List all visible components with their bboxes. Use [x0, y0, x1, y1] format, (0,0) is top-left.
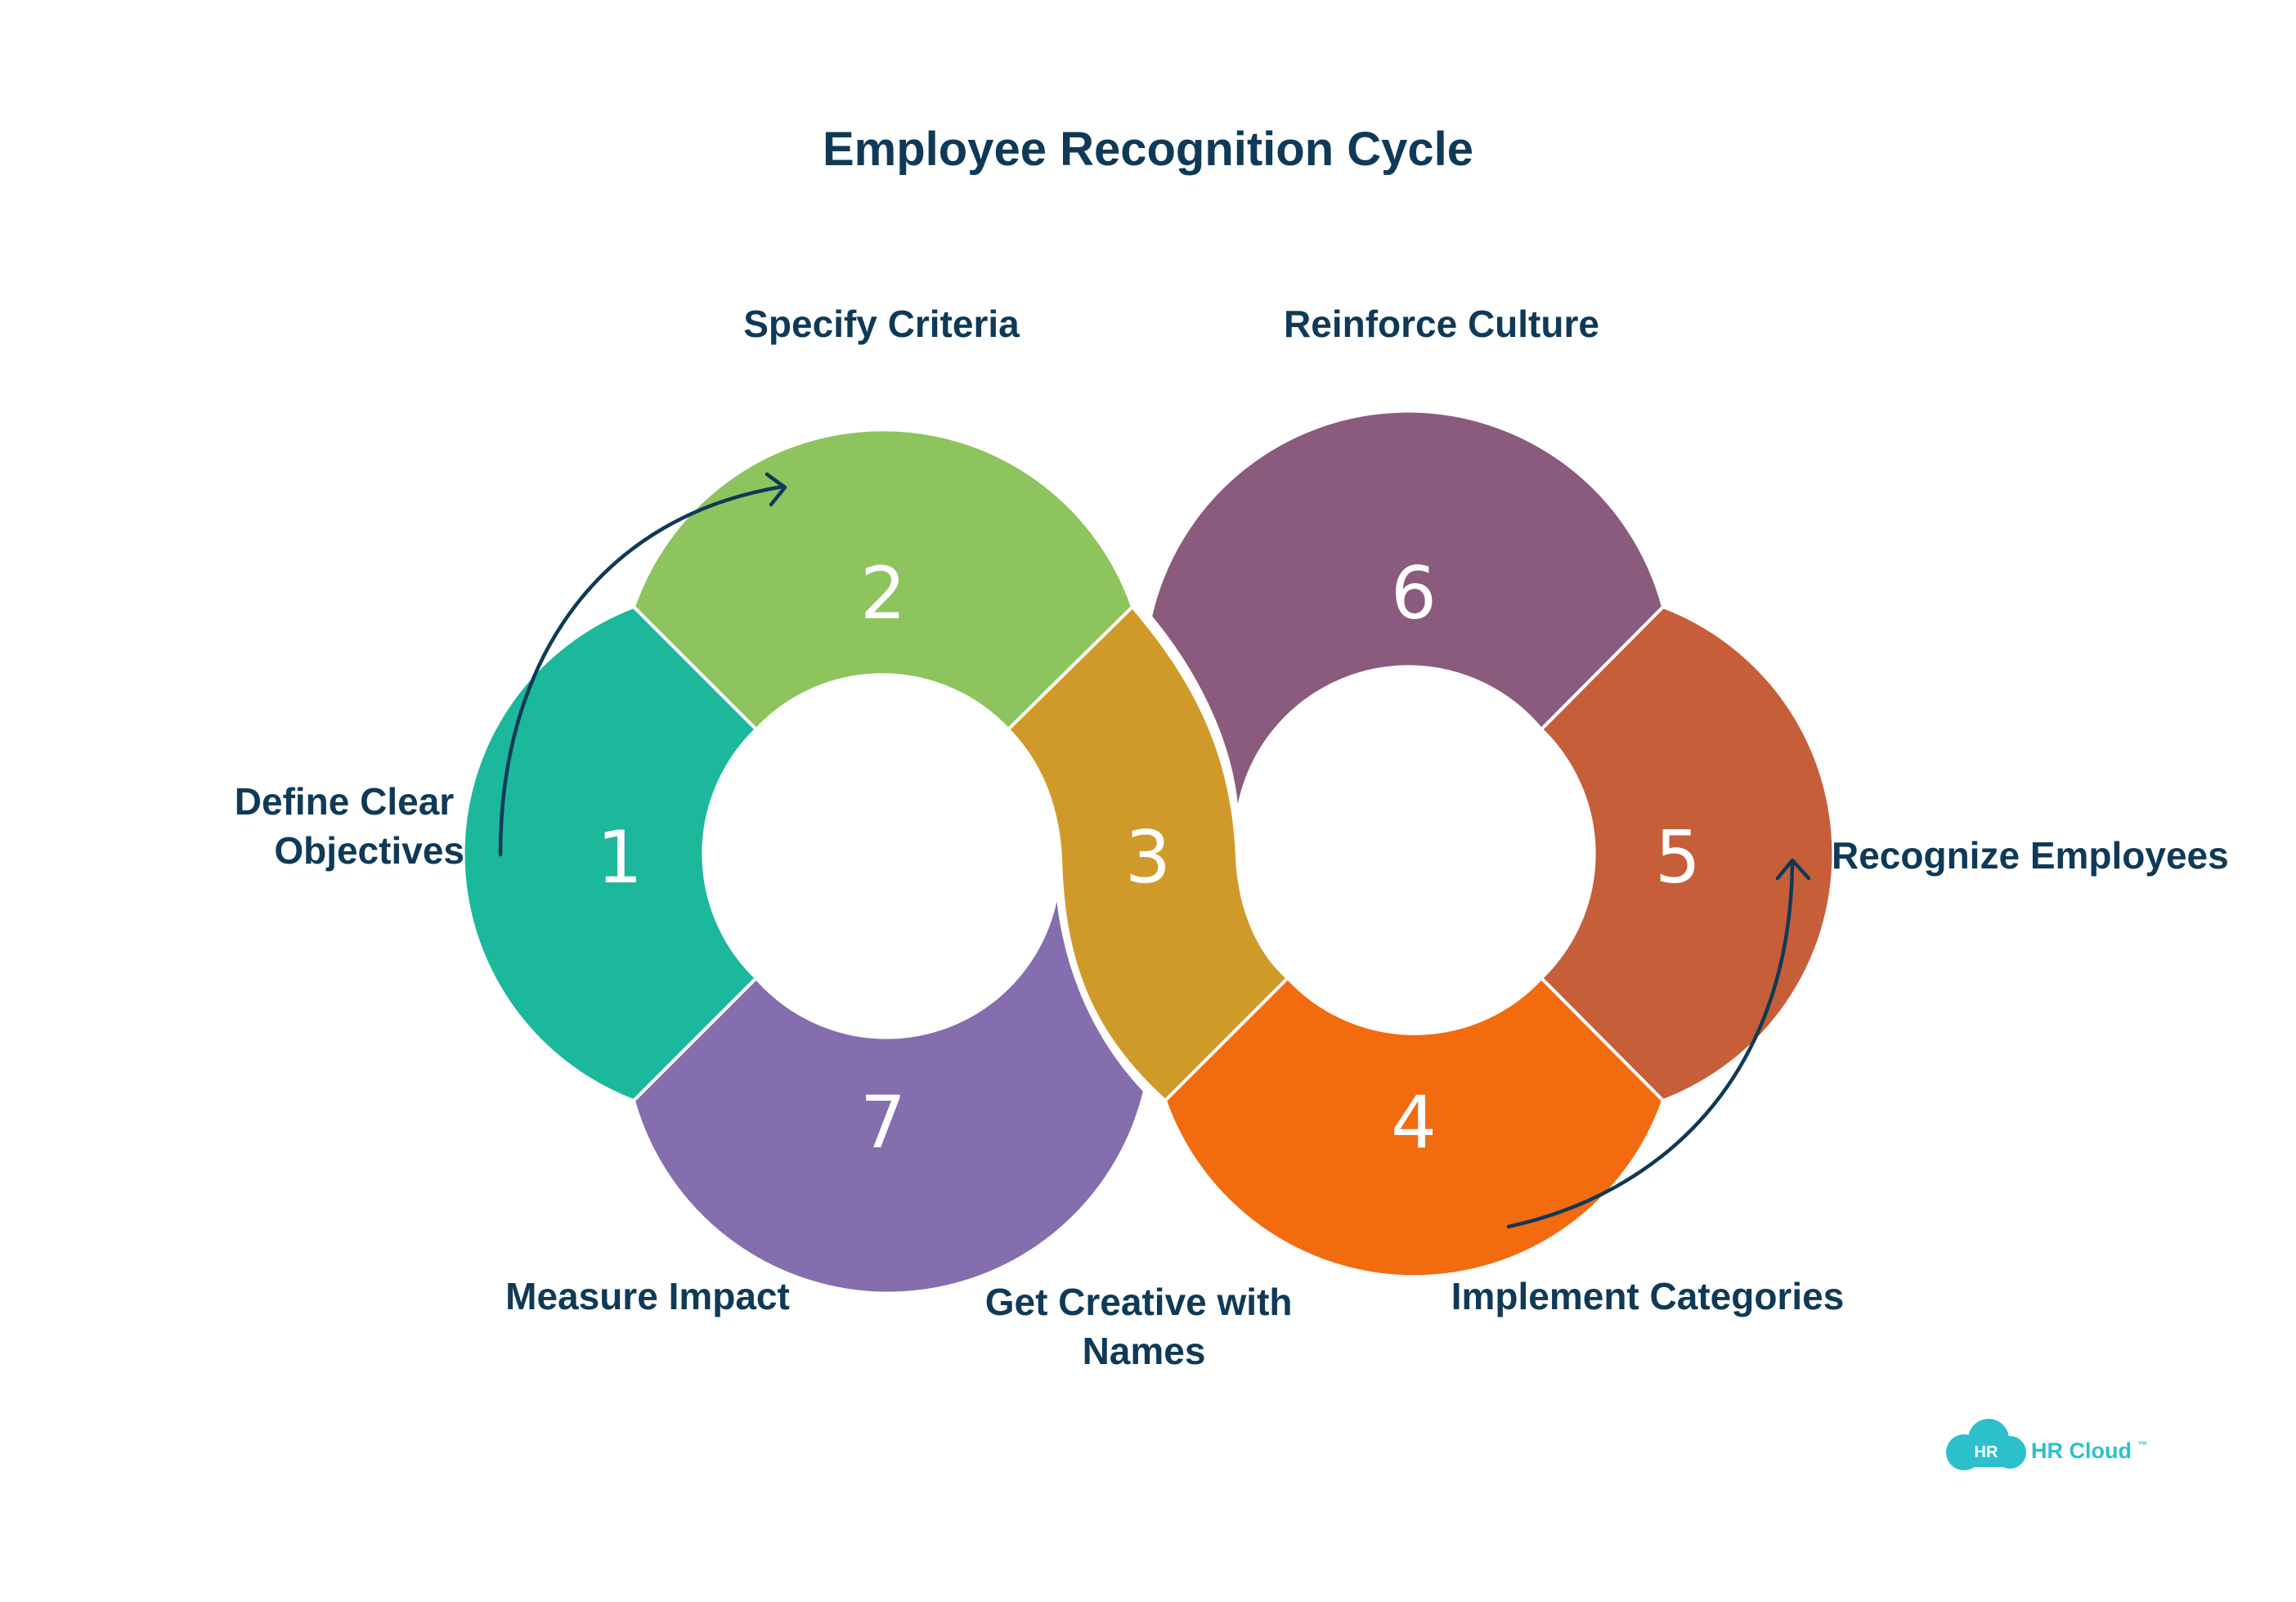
label-line: Define Clear	[235, 780, 455, 823]
label-line: Measure Impact	[505, 1275, 790, 1317]
page-title: Employee Recognition Cycle	[823, 123, 1473, 176]
hr-cloud-logo[interactable]: HR HR Cloud ™	[1946, 1419, 2148, 1470]
segment-4	[1164, 976, 1665, 1279]
curved-arrow-icon	[1506, 858, 1811, 1229]
step-number-7: 7	[860, 1080, 906, 1164]
logo-name: HR Cloud	[2031, 1438, 2132, 1463]
label-line: Implement Categories	[1451, 1275, 1845, 1317]
step-number-2: 2	[860, 551, 906, 635]
step-number-3: 3	[1125, 815, 1171, 900]
label-line: Get Creative with	[985, 1281, 1293, 1323]
segment-5	[1540, 605, 1836, 1102]
segment-7	[632, 888, 1146, 1295]
infinity-ring: 1 2 3 4 5 6 7	[461, 409, 1836, 1295]
label-line: Recognize Employees	[1832, 834, 2229, 877]
step-number-1: 1	[597, 815, 643, 900]
label-measure-impact: Measure Impact	[505, 1275, 790, 1317]
label-line: Specify Criteria	[743, 303, 1020, 345]
label-line: Objectives	[274, 829, 464, 872]
cloud-icon: HR	[1946, 1419, 2026, 1470]
step-number-6: 6	[1391, 551, 1437, 635]
label-line: Reinforce Culture	[1284, 303, 1599, 345]
label-reinforce-culture: Reinforce Culture	[1284, 303, 1599, 345]
logo-text: HR Cloud ™	[2031, 1438, 2148, 1463]
label-line: Names	[1083, 1330, 1206, 1372]
step-number-4: 4	[1391, 1080, 1437, 1164]
step-number-5: 5	[1655, 815, 1701, 900]
label-get-creative-with-names: Get Creative with Names	[985, 1281, 1303, 1372]
label-recognize-employees: Recognize Employees	[1832, 834, 2229, 877]
curved-arrow-icon	[498, 472, 787, 857]
segment-2	[632, 428, 1134, 731]
label-specify-criteria: Specify Criteria	[743, 303, 1020, 345]
logo-badge-text: HR	[1975, 1443, 1998, 1461]
cycle-arrows	[498, 472, 1811, 1229]
segment-1	[461, 605, 758, 1102]
label-define-clear-objectives: Define Clear Objectives	[235, 780, 464, 872]
label-implement-categories: Implement Categories	[1451, 1275, 1845, 1317]
step-labels: Define Clear Objectives Specify Criteria…	[235, 303, 2229, 1372]
logo-trademark: ™	[2138, 1439, 2148, 1451]
